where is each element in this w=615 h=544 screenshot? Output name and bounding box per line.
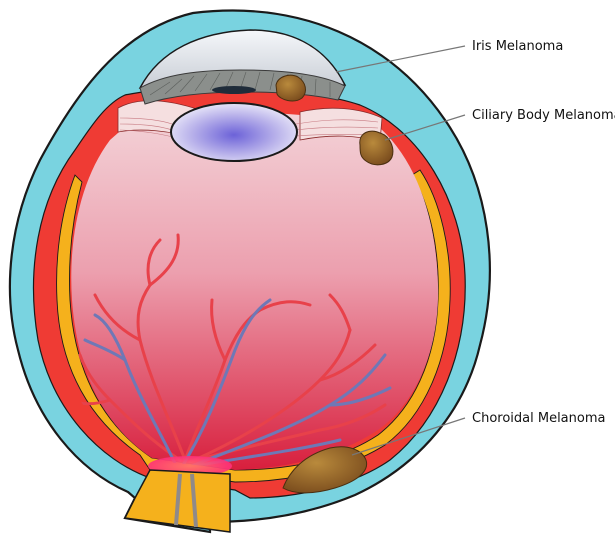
ciliary-body-melanoma-label: Ciliary Body Melanoma xyxy=(472,108,615,123)
lens xyxy=(171,103,297,161)
choroidal-melanoma-label: Choroidal Melanoma xyxy=(472,411,605,426)
iris-melanoma-label: Iris Melanoma xyxy=(472,39,563,54)
pupil xyxy=(212,86,256,94)
iris-melanoma-tumor xyxy=(276,75,305,101)
